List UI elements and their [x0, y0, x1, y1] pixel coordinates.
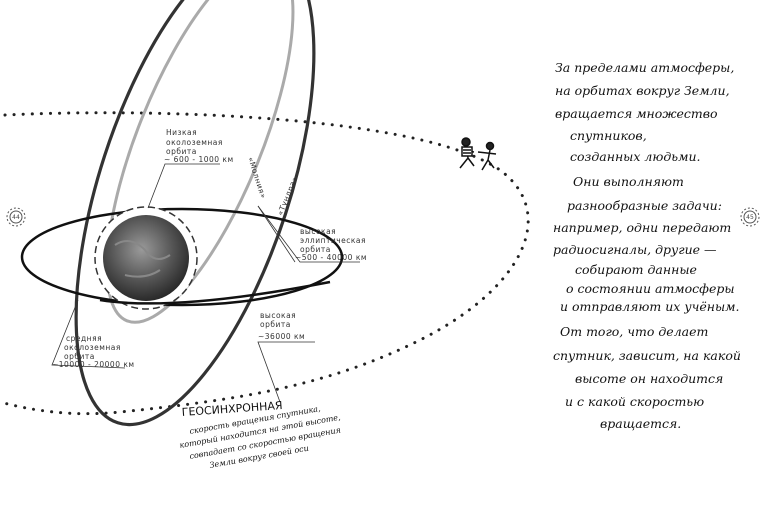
svg-text:Низкая: Низкая [166, 128, 197, 137]
svg-text:спутник, зависит, на какой: спутник, зависит, на какой [553, 348, 741, 363]
svg-text:вращается.: вращается. [600, 416, 681, 431]
svg-text:на орбитах вокруг Земли,: на орбитах вокруг Земли, [555, 83, 730, 98]
body-paragraph-1: За пределами атмосферы, на орбитах вокру… [555, 60, 734, 164]
high-orbit-label: высокая орбита ~36000 км [258, 311, 305, 341]
svg-text:и отправляют их учёным.: и отправляют их учёным. [560, 299, 740, 314]
tundra-orbit [74, 0, 316, 427]
svg-text:~500 - 40000 км: ~500 - 40000 км [295, 253, 367, 262]
earth [103, 215, 189, 301]
svg-text:орбита: орбита [64, 352, 95, 361]
medium-orbit [20, 207, 344, 307]
svg-text:~36000 км: ~36000 км [258, 332, 305, 341]
high-elliptic-orbit-label: высокая эллиптическая орбита ~500 - 4000… [295, 227, 367, 262]
geosynchronous-label: ГЕОСИНХРОННАЯ скорость вращения спутника… [179, 399, 342, 470]
svg-text:~10000 - 20000 км: ~10000 - 20000 км [52, 360, 135, 369]
medium-orbit-label: средняя околоземная орбита ~10000 - 2000… [52, 334, 135, 369]
svg-text:высоте он находится: высоте он находится [575, 371, 723, 386]
svg-text:созданных людьми.: созданных людьми. [570, 149, 700, 164]
svg-text:орбита: орбита [260, 320, 291, 329]
svg-text:и с какой скоростью: и с какой скоростью [565, 394, 704, 409]
svg-text:Они выполняют: Они выполняют [573, 174, 684, 189]
svg-text:собирают данные: собирают данные [575, 262, 697, 277]
svg-text:высокая: высокая [260, 311, 296, 320]
svg-text:околоземная: околоземная [166, 138, 223, 147]
svg-text:орбита: орбита [300, 245, 331, 254]
body-paragraph-2: Они выполняют разнообразные задачи: напр… [553, 174, 740, 314]
svg-text:радиосигналы, другие —: радиосигналы, другие — [553, 242, 717, 257]
svg-text:например, одни передают: например, одни передают [553, 220, 731, 235]
svg-text:орбита: орбита [166, 147, 197, 156]
svg-text:~ 600 - 1000 км: ~ 600 - 1000 км [164, 155, 234, 164]
svg-text:45: 45 [746, 214, 754, 221]
svg-text:высокая: высокая [300, 227, 336, 236]
svg-text:о состоянии атмосферы: о состоянии атмосферы [566, 281, 735, 296]
svg-text:От того, что делает: От того, что делает [560, 324, 708, 339]
page-number-left: 44 [6, 207, 26, 227]
body-paragraph-3: От того, что делает спутник, зависит, на… [553, 324, 741, 431]
svg-text:вращается множество: вращается множество [555, 106, 718, 121]
molniya-label: «Молния» [246, 156, 268, 200]
page-number-right: 45 [740, 207, 760, 227]
svg-text:эллиптическая: эллиптическая [300, 236, 366, 245]
svg-text:За пределами атмосферы,: За пределами атмосферы, [555, 60, 734, 75]
svg-text:44: 44 [12, 214, 20, 221]
molniya-orbit [105, 0, 295, 324]
characters-illustration [459, 137, 497, 171]
svg-text:спутников,: спутников, [570, 128, 647, 143]
low-orbit-label: Низкая околоземная орбита ~ 600 - 1000 к… [164, 128, 234, 164]
svg-text:разнообразные задачи:: разнообразные задачи: [567, 198, 722, 213]
svg-text:средняя: средняя [66, 334, 102, 343]
svg-text:околоземная: околоземная [64, 343, 121, 352]
